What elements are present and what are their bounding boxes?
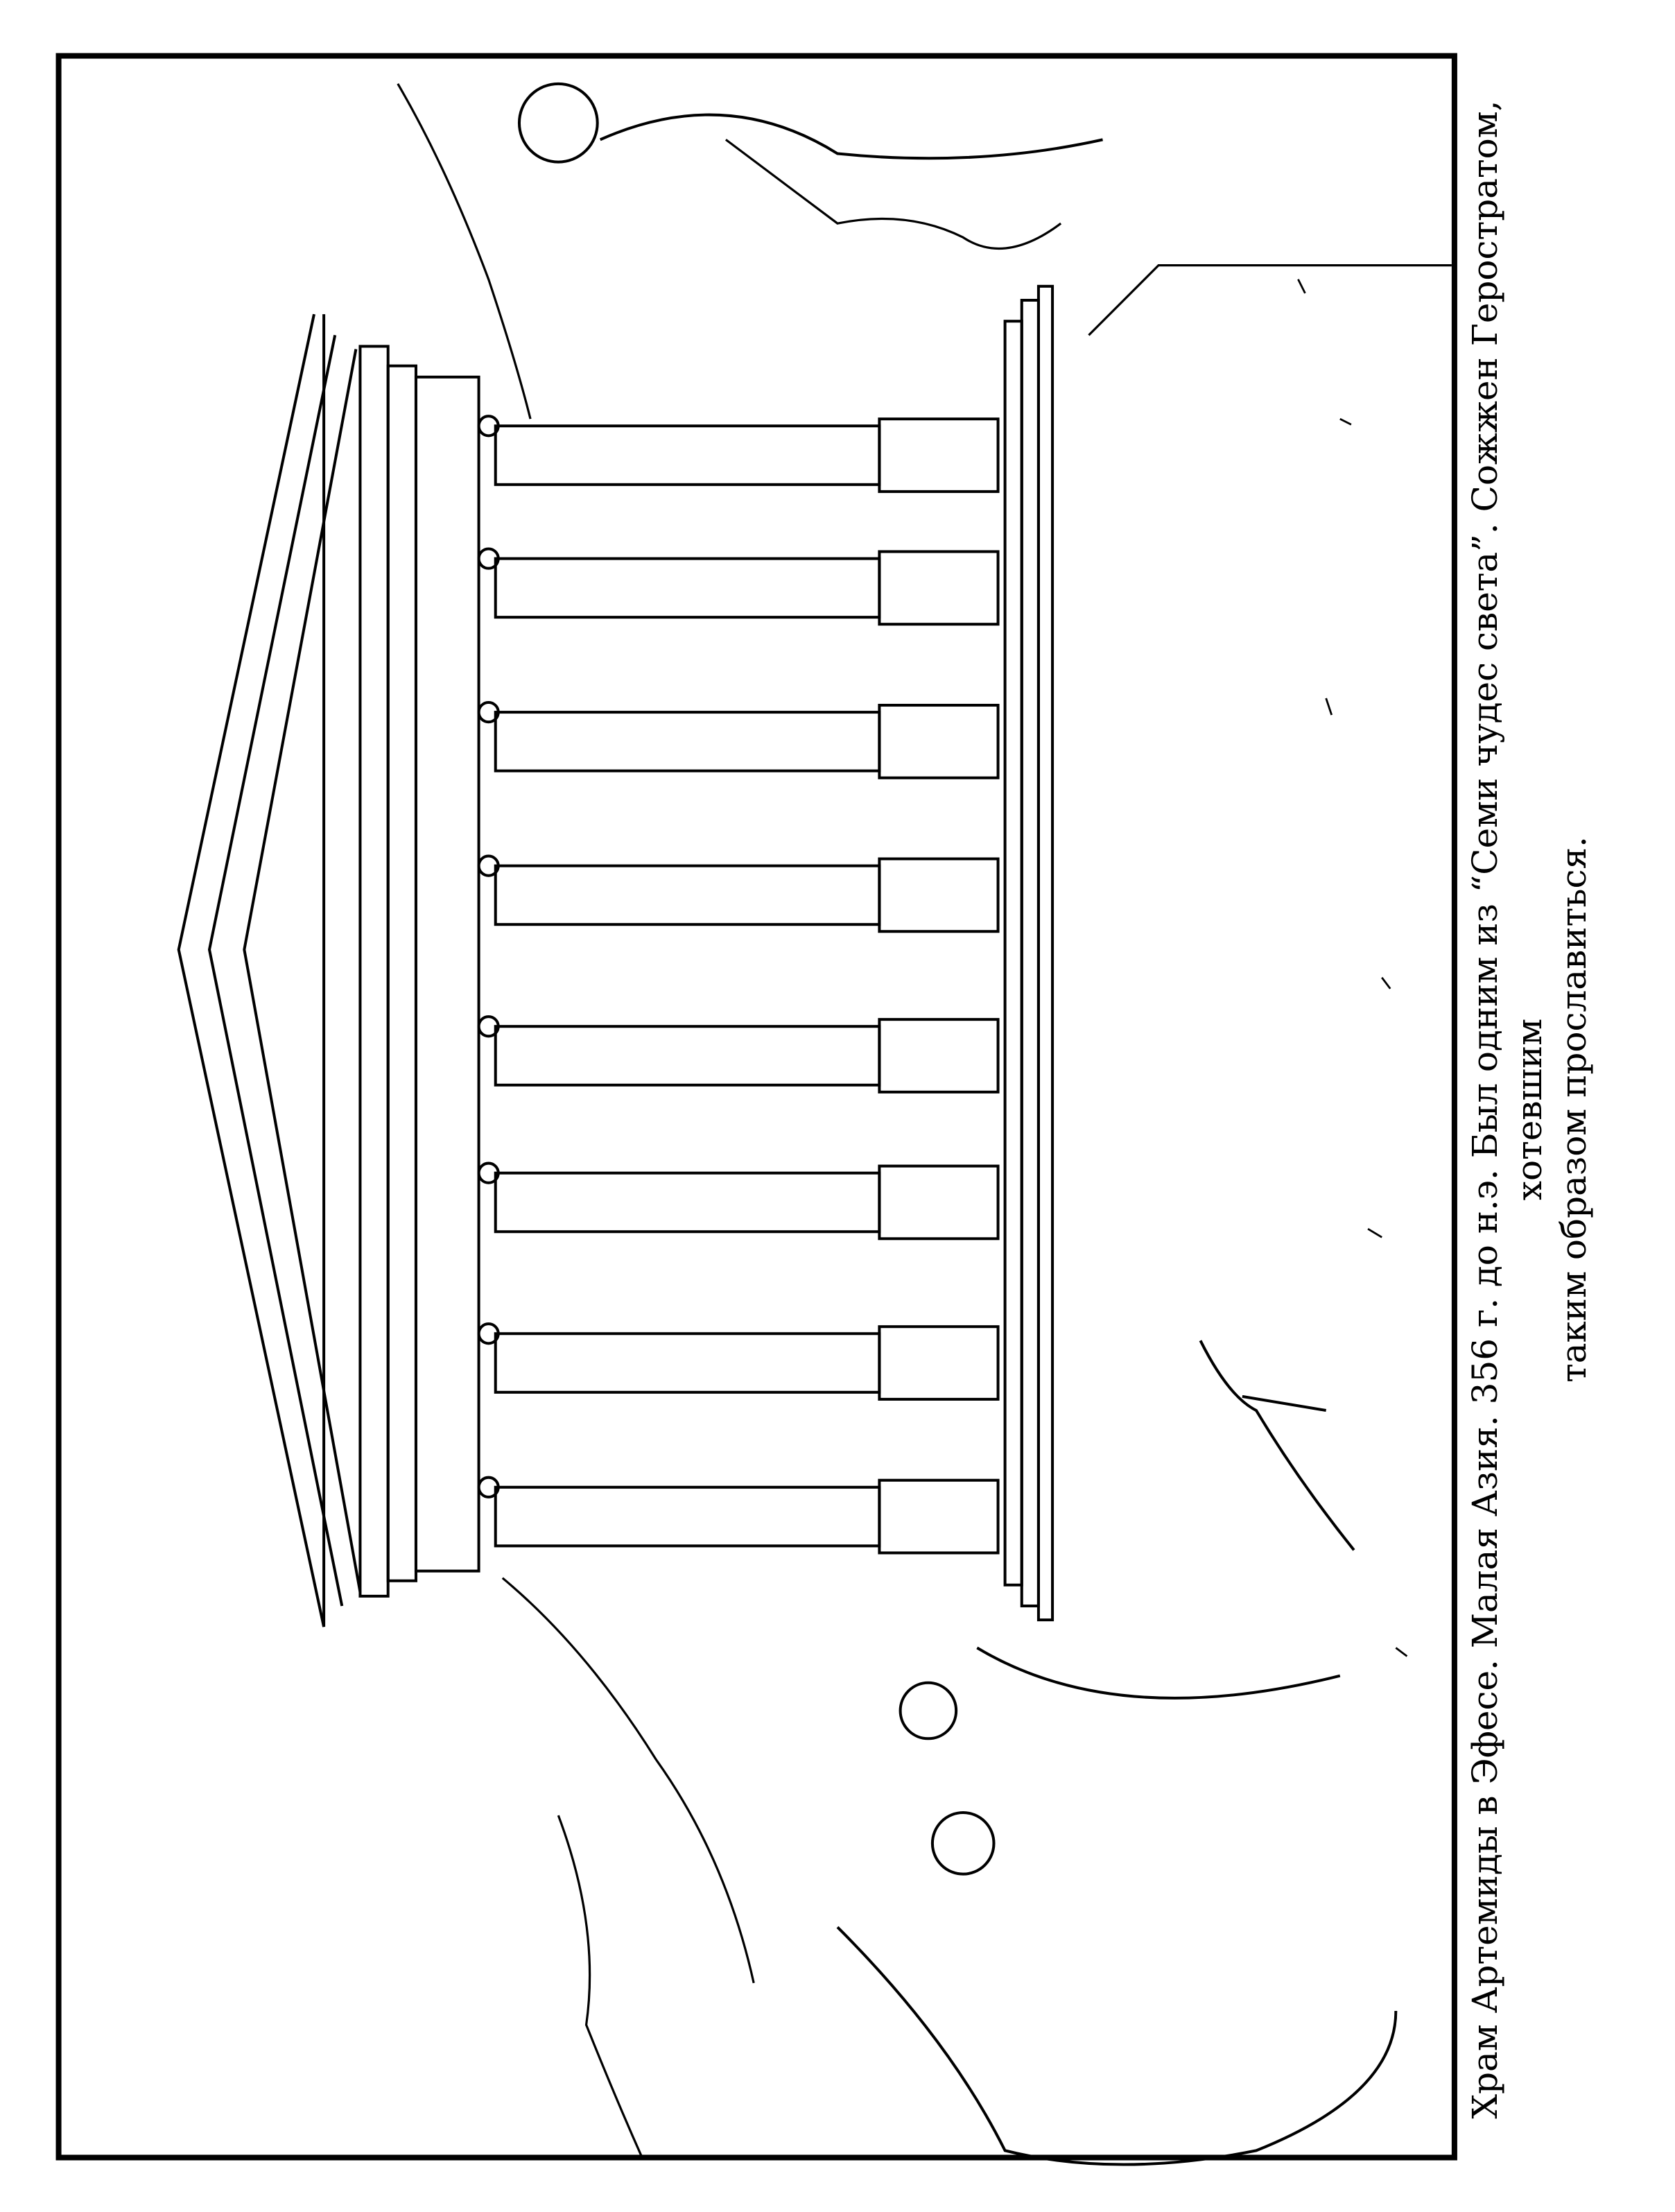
column-base <box>878 1018 1000 1094</box>
ionic-capital <box>477 700 500 724</box>
ionic-capital <box>477 1015 500 1038</box>
column <box>494 711 881 772</box>
caption-line-2: таким образом прославиться. <box>1554 836 1594 1383</box>
ionic-capital <box>477 854 500 877</box>
ionic-capital <box>477 415 500 438</box>
column-base <box>878 1164 1000 1241</box>
ionic-capital <box>477 1322 500 1345</box>
ionic-capital <box>477 1161 500 1184</box>
landscape-hills <box>397 83 1452 2159</box>
column <box>494 1332 881 1394</box>
ground-texture <box>1297 279 1408 1657</box>
column <box>494 1025 881 1087</box>
column-base <box>878 417 1000 493</box>
entablature <box>358 345 480 1598</box>
ionic-capital <box>477 1476 500 1498</box>
column-base <box>878 704 1000 779</box>
column-base <box>878 1325 1000 1401</box>
column <box>494 864 881 926</box>
column <box>494 1171 881 1234</box>
caption-line-1: Храм Артемиды в Эфесе. Малая Азия. 356 г… <box>1465 100 1550 2119</box>
pediment <box>177 313 362 1627</box>
temple-steps <box>1003 284 1055 1622</box>
columns <box>477 415 1000 1555</box>
illustration-frame <box>55 53 1457 2161</box>
column-base <box>878 1478 1000 1555</box>
column-base <box>878 550 1000 626</box>
column <box>494 1485 881 1548</box>
figures <box>517 82 1398 2166</box>
column <box>494 424 881 486</box>
ionic-capital <box>477 547 500 570</box>
caption: Храм Артемиды в Эфесе. Малая Азия. 356 г… <box>1463 62 1596 2157</box>
column-base <box>878 857 1000 933</box>
column <box>494 557 881 619</box>
